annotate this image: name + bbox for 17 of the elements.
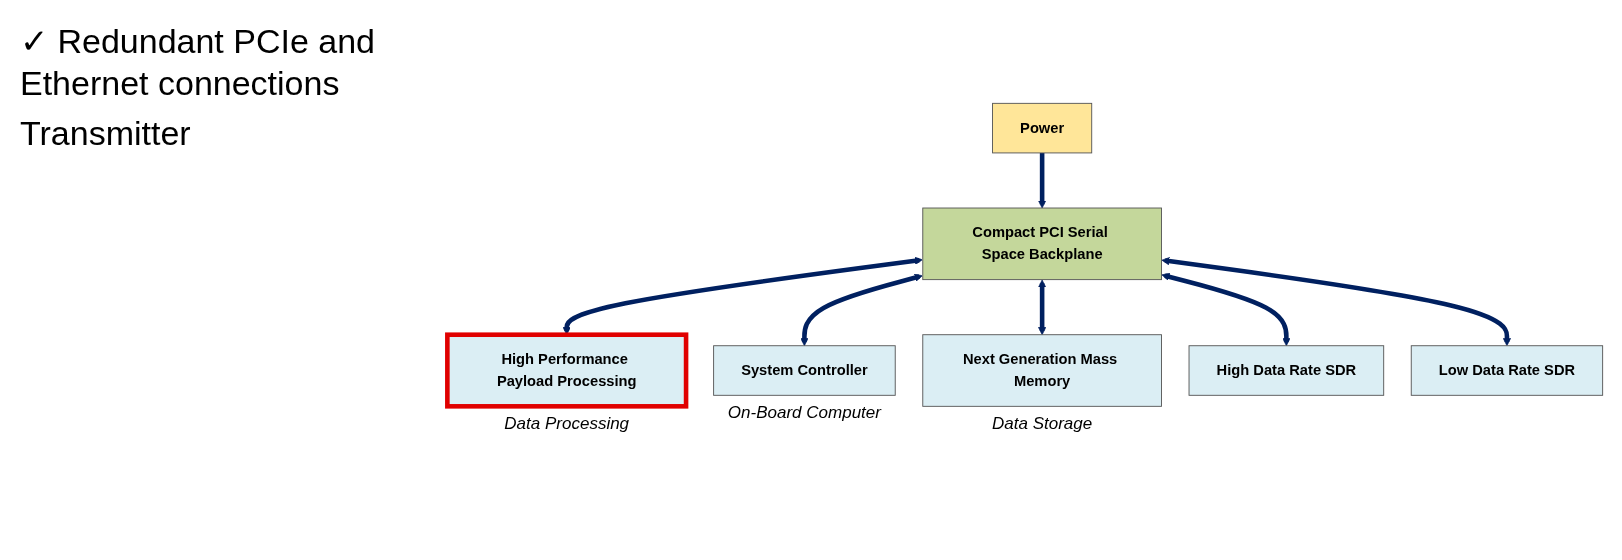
- caption-text: Data Processing: [504, 414, 630, 435]
- note-text: ✓ Redundant PCIe and Ethernet connections: [20, 21, 377, 104]
- node-box: High Performance Payload Processing: [445, 332, 689, 409]
- node-box: System Controller: [713, 345, 896, 396]
- arrow: [800, 273, 923, 347]
- arrow: [1161, 257, 1511, 347]
- node-box: Compact PCI Serial Space Backplane: [922, 207, 1162, 281]
- note-text: Transmitter: [20, 113, 192, 154]
- node-box: Power: [992, 103, 1093, 154]
- caption-text: Data Storage: [992, 414, 1093, 435]
- node-box: High Data Rate SDR: [1188, 345, 1385, 396]
- node-box: Next Generation Mass Memory: [922, 334, 1162, 407]
- caption-text: On-Board Computer: [727, 403, 881, 424]
- arrow: [1038, 153, 1047, 209]
- arrow: [1161, 272, 1291, 347]
- arrow: [1038, 279, 1047, 336]
- node-box: Low Data Rate SDR: [1410, 345, 1604, 396]
